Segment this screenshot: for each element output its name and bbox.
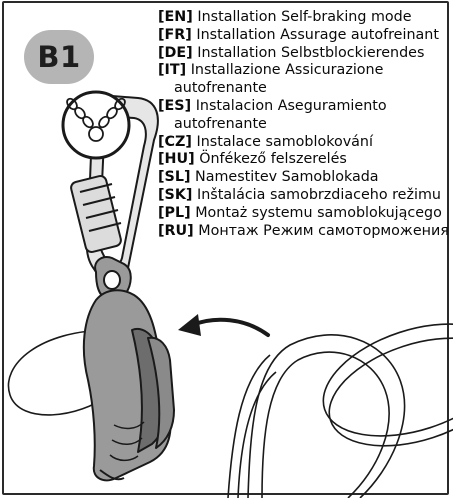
- instruction-text-continued: autofrenante: [158, 116, 453, 134]
- instruction-text: Installation Self-braking mode: [197, 9, 411, 25]
- language-code: [HU]: [158, 151, 195, 167]
- anchor-chain-icon: [63, 92, 129, 158]
- instruction-text: Montaż systemu samoblokującego: [195, 205, 442, 221]
- instruction-item: [FR] Installation Assurage autofreinant: [158, 27, 453, 45]
- language-code: [FR]: [158, 27, 192, 43]
- instruction-text: Installation Assurage autofreinant: [196, 27, 439, 43]
- instruction-text: Önfékező felszerelés: [199, 151, 347, 167]
- instruction-text: Монтаж Режим самоторможения: [198, 223, 449, 239]
- instruction-item: [IT] Installazione Assicurazione autofren…: [158, 62, 453, 98]
- instruction-item: [SL] Namestitev Samoblokada: [158, 169, 453, 187]
- instruction-item: [CZ] Instalace samoblokování: [158, 134, 453, 152]
- instruction-text: Instalacion Aseguramiento: [196, 98, 387, 114]
- instruction-item: [SK] Inštalácia samobrzdiaceho režimu: [158, 187, 453, 205]
- instruction-text: Installazione Assicurazione: [191, 62, 384, 78]
- instruction-text-continued: autofrenante: [158, 80, 453, 98]
- instruction-text: Inštalácia samobrzdiaceho režimu: [197, 187, 441, 203]
- language-code: [SK]: [158, 187, 192, 203]
- language-code: [IT]: [158, 62, 186, 78]
- instruction-text: Installation Selbstblockierendes: [197, 45, 424, 61]
- belay-device: [84, 257, 174, 480]
- direction-arrow-icon: [178, 314, 268, 336]
- instruction-list: [EN] Installation Self-braking mode[FR] …: [158, 9, 453, 240]
- instruction-item: [HU] Önfékező felszerelés: [158, 151, 453, 169]
- instruction-item: [DE] Installation Selbstblockierendes: [158, 45, 453, 63]
- language-code: [CZ]: [158, 134, 192, 150]
- language-code: [ES]: [158, 98, 191, 114]
- step-badge: B1: [24, 30, 94, 84]
- instruction-item: [EN] Installation Self-braking mode: [158, 9, 453, 27]
- instruction-item: [RU] Монтаж Режим самоторможения: [158, 223, 453, 241]
- instruction-item: [ES] Instalacion Aseguramiento autofrenan…: [158, 98, 453, 134]
- language-code: [EN]: [158, 9, 193, 25]
- language-code: [RU]: [158, 223, 194, 239]
- language-code: [DE]: [158, 45, 193, 61]
- instruction-text: Namestitev Samoblokada: [195, 169, 379, 185]
- instruction-item: [PL] Montaż systemu samoblokującego: [158, 205, 453, 223]
- language-code: [SL]: [158, 169, 190, 185]
- instruction-text: Instalace samoblokování: [196, 134, 372, 150]
- language-code: [PL]: [158, 205, 191, 221]
